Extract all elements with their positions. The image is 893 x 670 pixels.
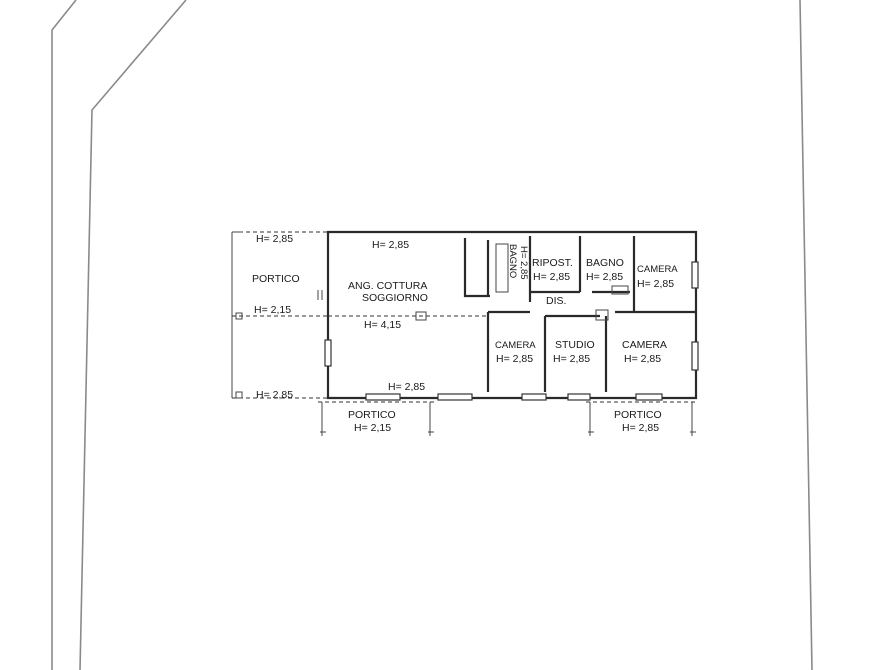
interior-walls (328, 236, 696, 392)
room-labels: PORTICO ANG. COTTURA SOGGIORNO BAGNO H= … (252, 244, 678, 434)
room-camera-w-height: H= 2,85 (496, 353, 533, 365)
room-dis-name: DIS. (546, 295, 566, 307)
room-bagno-small-height: H= 2,85 (518, 246, 529, 280)
height-bottom-center: H= 2,85 (388, 381, 425, 393)
room-camera-ne-name: CAMERA (637, 264, 678, 275)
lot-boundary (51, 0, 813, 670)
portico-south-outline (318, 401, 696, 436)
room-ripost-name: RIPOST. (532, 257, 573, 269)
height-kitchen-top: H= 2,85 (372, 239, 409, 251)
room-portico-west: PORTICO (252, 273, 300, 285)
room-studio-height: H= 2,85 (553, 353, 590, 365)
room-ripost-height: H= 2,85 (533, 271, 570, 283)
room-portico-se-name: PORTICO (614, 409, 662, 421)
openings (324, 261, 699, 401)
height-labels: H= 2,85 H= 2,85 H= 2,15 H= 4,15 H= 2,85 … (254, 233, 425, 401)
room-camera-ne-height: H= 2,85 (637, 278, 674, 290)
room-portico-south-height: H= 2,15 (354, 422, 391, 434)
room-kitchen-line1: ANG. COTTURA (348, 280, 427, 292)
room-camera-e-height: H= 2,85 (624, 353, 661, 365)
height-bottom-left: H= 2,85 (256, 389, 293, 401)
room-portico-se-height: H= 2,85 (622, 422, 659, 434)
room-bagno-small-name: BAGNO (507, 244, 518, 278)
room-bagno-height: H= 2,85 (586, 271, 623, 283)
height-mid-center: H= 4,15 (364, 319, 401, 331)
room-kitchen-line2: SOGGIORNO (362, 292, 428, 304)
height-mid-left: H= 2,15 (254, 304, 291, 316)
height-top-left: H= 2,85 (256, 233, 293, 245)
room-studio-name: STUDIO (555, 339, 595, 351)
room-portico-south-name: PORTICO (348, 409, 396, 421)
room-bagno-name: BAGNO (586, 257, 624, 269)
room-camera-e-name: CAMERA (622, 339, 667, 351)
room-camera-w-name: CAMERA (495, 340, 536, 351)
portico-west-outline (231, 231, 328, 399)
